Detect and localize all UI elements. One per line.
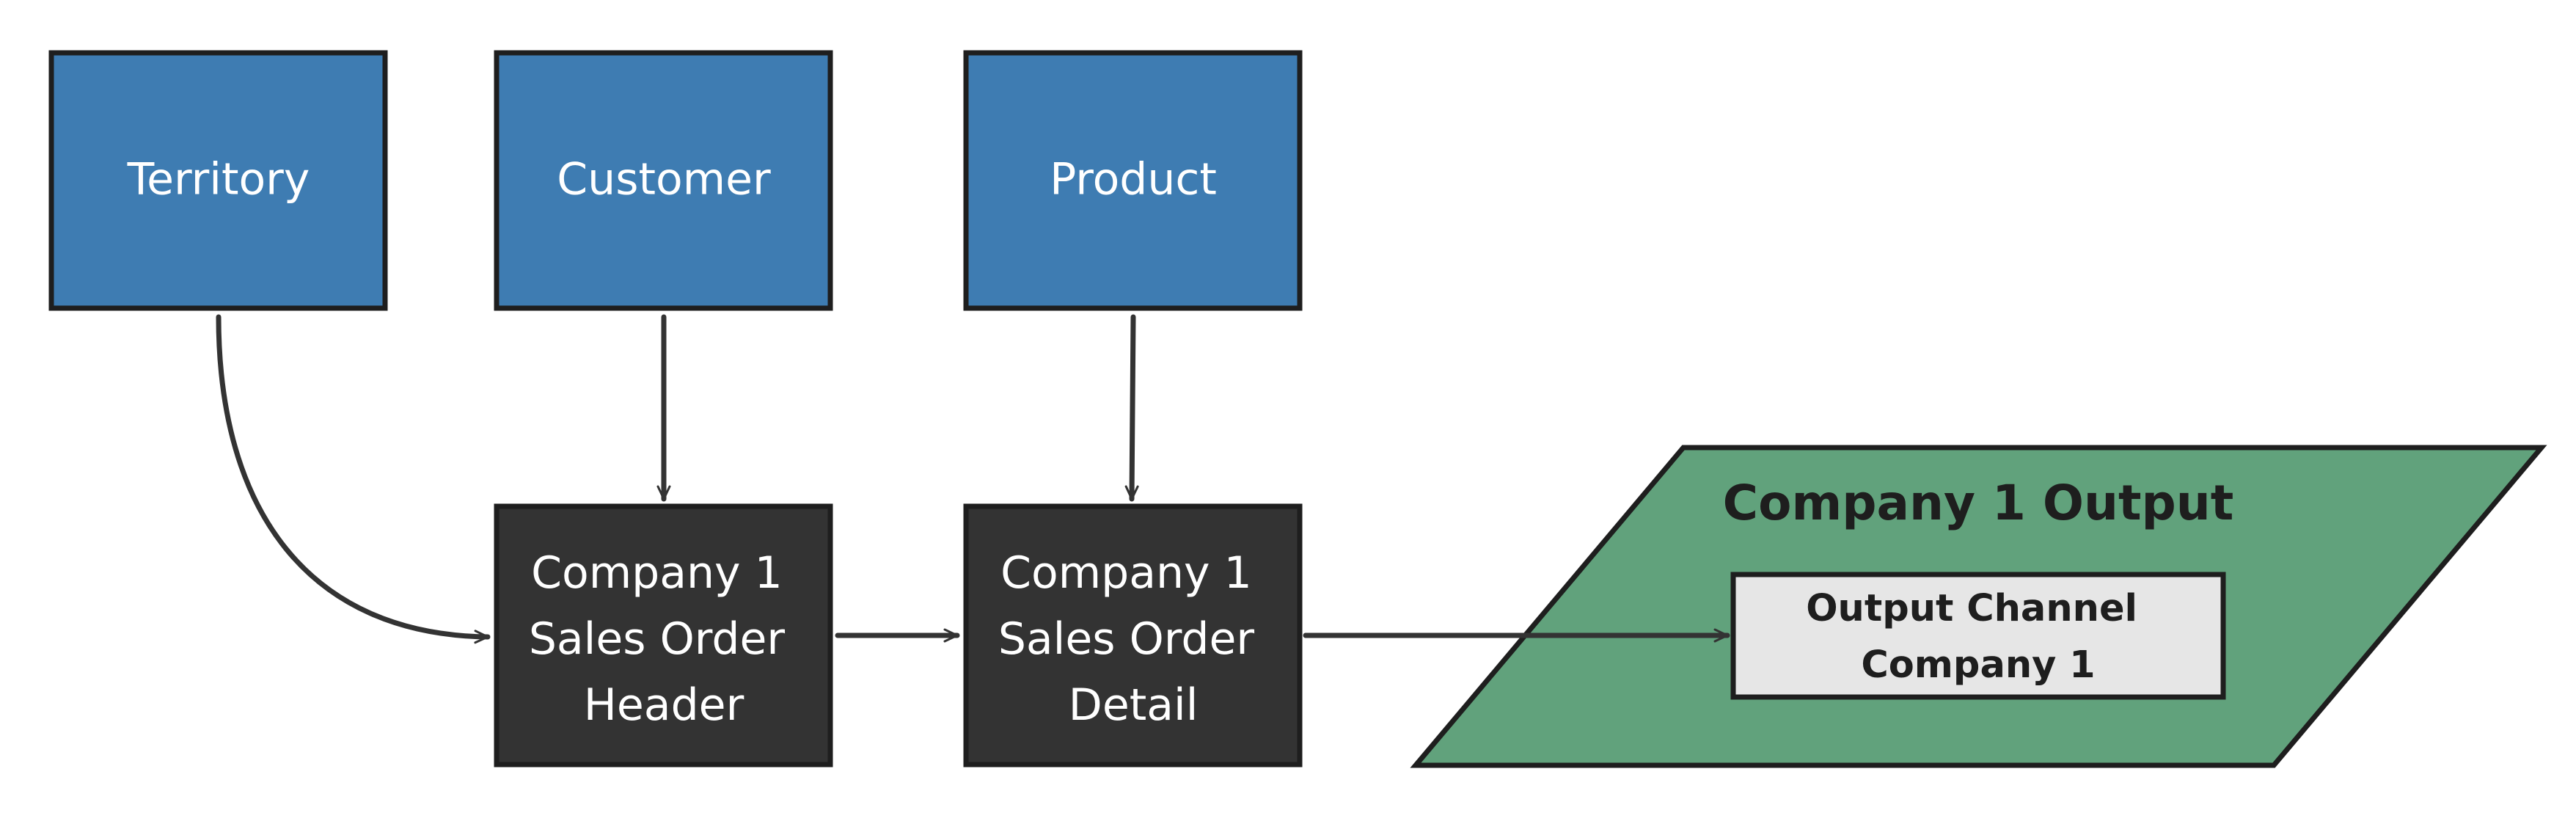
node-product-label: Product [1050,154,1217,205]
node-output-channel-box [1730,572,2226,700]
node-customer-label: Customer [557,154,771,205]
node-sales-order-detail-line-3: Detail [1069,679,1199,731]
node-sales-order-header-text: Company 1 Sales Order Header [529,547,799,731]
node-territory-label: Territory [127,154,310,205]
node-customer-box [494,50,833,311]
node-sales-order-detail-line-2: Sales Order [998,613,1255,665]
node-sales-order-header-line-1: Company 1 [531,547,783,599]
node-output-channel-line-2: Company 1 [1861,643,2095,687]
node-sales-order-detail: Company 1 Sales Order Detail [963,503,1303,767]
node-territory-box [48,50,388,311]
node-sales-order-header-line-3: Header [584,679,744,731]
node-product-box [963,50,1303,311]
node-output-channel-text: Output Channel Company 1 [1806,587,2151,687]
node-sales-order-header-line-2: Sales Order [529,613,786,665]
edges [216,314,1730,637]
node-sales-order-detail-text: Company 1 Sales Order Detail [998,547,1268,731]
node-sales-order-header-box [494,503,833,767]
edge-product-to-detail [1132,314,1133,502]
node-customer: Customer [494,50,833,311]
edge-territory-to-header [216,314,491,637]
output-group-title: Company 1 Output [1723,475,2234,531]
node-sales-order-header: Company 1 Sales Order Header [494,503,833,767]
node-territory: Territory [48,50,388,311]
node-output-channel-line-1: Output Channel [1806,587,2137,630]
node-sales-order-detail-line-1: Company 1 [1000,547,1252,599]
node-product: Product [963,50,1303,311]
node-sales-order-detail-box [963,503,1303,767]
node-output-channel: Output Channel Company 1 [1730,572,2226,700]
